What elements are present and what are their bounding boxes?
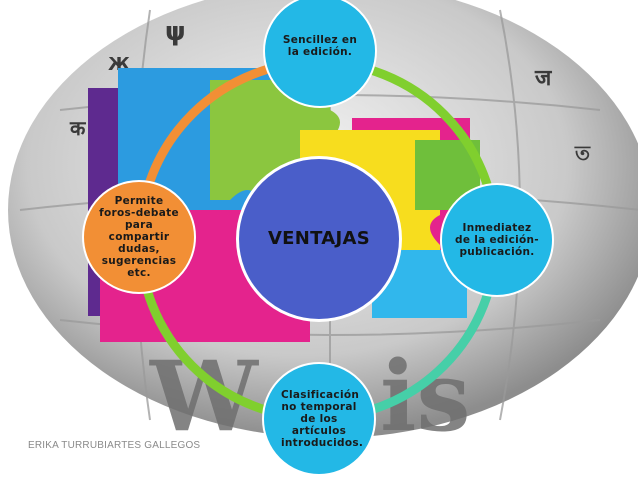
svg-text:ज: ज xyxy=(534,66,553,91)
svg-text:ψ: ψ xyxy=(165,17,186,47)
node-right: Inmediatez de la edición-publicación. xyxy=(440,183,554,297)
author-footer: ERIKA TURRUBIARTES GALLEGOS xyxy=(28,440,201,451)
svg-text:ত: ত xyxy=(574,141,591,165)
node-bottom-label: Clasificación no temporal de los artícul… xyxy=(281,389,364,449)
node-top: Sencillez en la edición. xyxy=(263,0,377,108)
node-left-label: Permite foros-debate para compartir duda… xyxy=(99,195,179,279)
globe-glyphs: क ψ ত ज Ж xyxy=(69,17,591,165)
node-right-label: Inmediatez de la edición-publicación. xyxy=(455,222,539,258)
svg-text:क: क xyxy=(69,116,87,140)
node-bottom: Clasificación no temporal de los artícul… xyxy=(262,362,376,476)
node-top-label: Sencillez en la edición. xyxy=(282,34,358,58)
center-label: VENTAJAS xyxy=(267,228,371,249)
node-left: Permite foros-debate para compartir duda… xyxy=(82,180,196,294)
center-node: VENTAJAS xyxy=(236,156,402,322)
